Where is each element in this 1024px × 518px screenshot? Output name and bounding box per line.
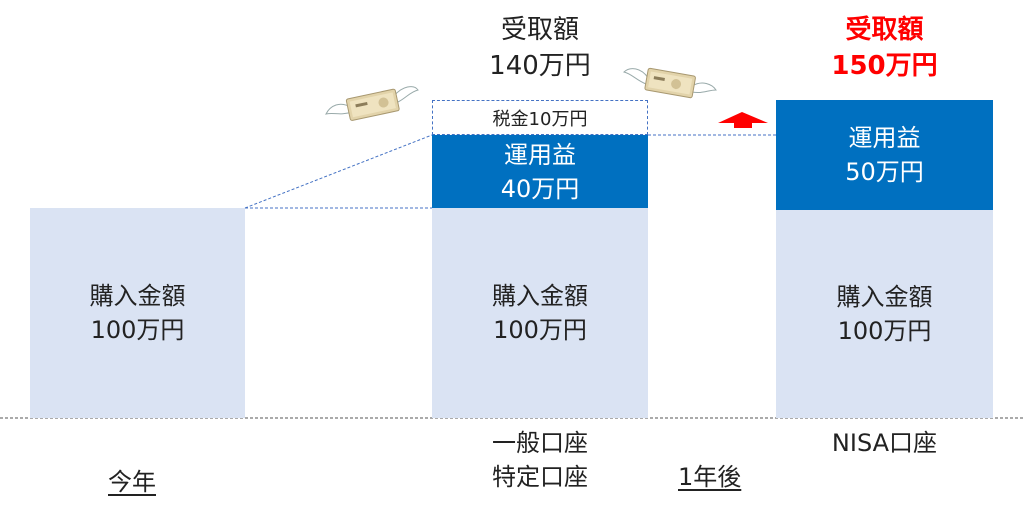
profit-value: 40万円 bbox=[500, 174, 580, 203]
profit-bar-nisa: 運用益 50万円 bbox=[776, 100, 993, 210]
profit-bar-general: 運用益 40万円 bbox=[432, 135, 648, 208]
account-label-general: 一般口座 特定口座 bbox=[432, 426, 648, 494]
purchase-label: 購入金額 bbox=[836, 283, 933, 311]
purchase-value: 100万円 bbox=[90, 316, 185, 344]
up-arrow-icon bbox=[718, 112, 768, 128]
tax-label: 税金10万円 bbox=[492, 108, 588, 130]
money-with-wings-icon bbox=[623, 67, 717, 99]
purchase-value: 100万円 bbox=[493, 316, 587, 344]
growth-slope-line bbox=[244, 134, 433, 209]
money-with-wings-icon bbox=[325, 86, 419, 121]
account-label-line1: 一般口座 bbox=[492, 429, 588, 457]
purchase-bar-nisa: 購入金額 100万円 bbox=[776, 210, 993, 418]
profit-label: 運用益 bbox=[848, 124, 921, 152]
purchase-bar-general: 購入金額 100万円 bbox=[432, 208, 648, 418]
purchase-label: 購入金額 bbox=[492, 282, 588, 310]
receive-value: 150万円 bbox=[831, 51, 938, 81]
account-label-line1: NISA口座 bbox=[831, 429, 938, 457]
profit-value: 50万円 bbox=[845, 158, 924, 186]
purchase-label: 購入金額 bbox=[89, 282, 186, 310]
receive-amount-nisa: 受取額 150万円 bbox=[776, 12, 993, 84]
tax-box: 税金10万円 bbox=[432, 100, 648, 135]
account-label-nisa: NISA口座 bbox=[776, 426, 993, 460]
account-label-line2: 特定口座 bbox=[492, 463, 588, 491]
axis-label-this-year: 今年 bbox=[108, 468, 156, 496]
purchase-value: 100万円 bbox=[837, 317, 932, 345]
purchase-bar-this-year: 購入金額 100万円 bbox=[30, 208, 245, 418]
receive-amount-general: 受取額 140万円 bbox=[432, 12, 648, 84]
axis-label-one-year-later: 1年後 bbox=[678, 463, 742, 491]
receive-label: 受取額 bbox=[845, 15, 924, 45]
profit-label: 運用益 bbox=[504, 140, 576, 169]
receive-label: 受取額 bbox=[500, 15, 579, 45]
receive-value: 140万円 bbox=[489, 51, 591, 81]
